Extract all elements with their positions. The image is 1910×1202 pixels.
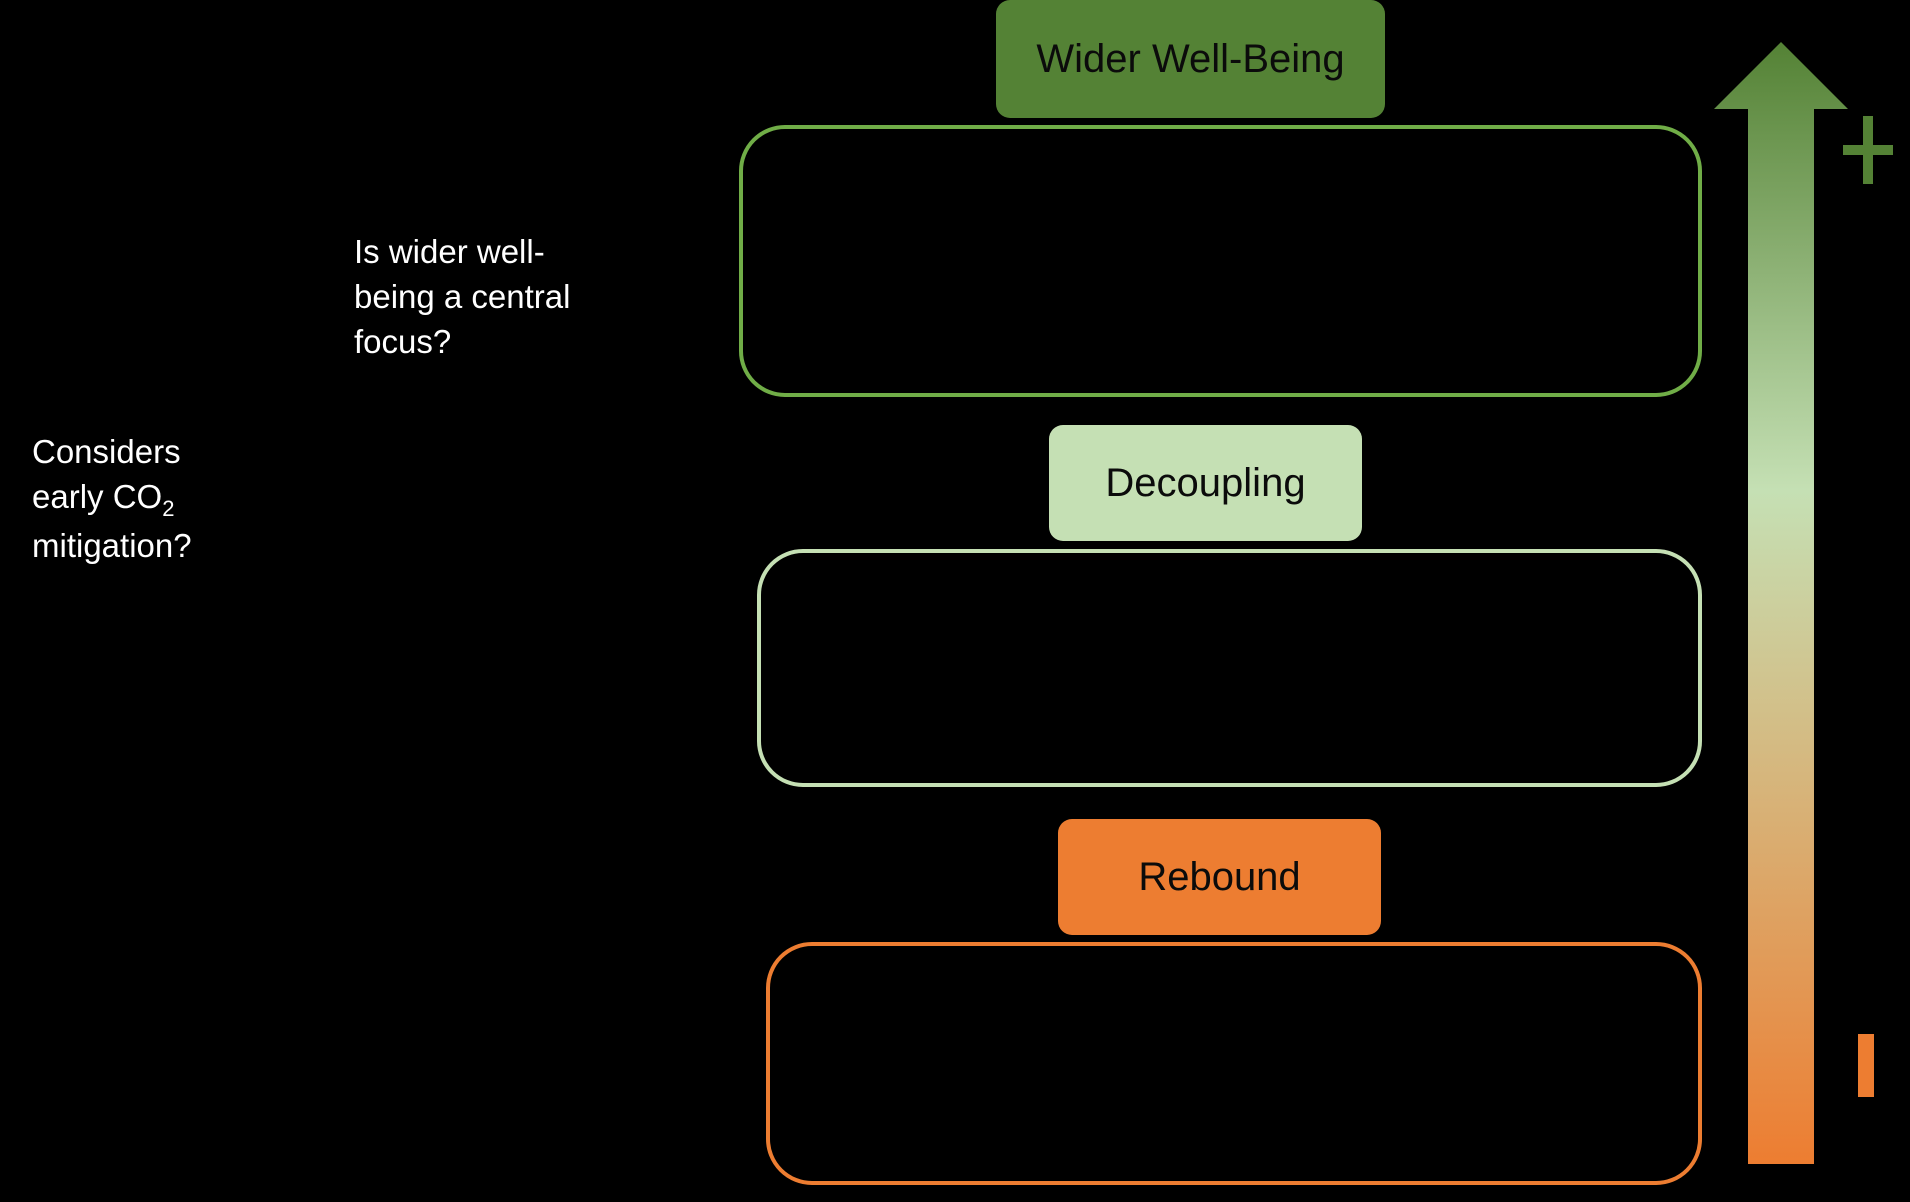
level-label-decoupling: Decoupling <box>1049 425 1362 541</box>
question-line: Considers <box>32 433 181 470</box>
subscript-text: 2 <box>162 496 175 521</box>
question-co2-mitigation: Considers early CO2 mitigation? <box>32 429 272 568</box>
question-line: focus? <box>354 323 452 360</box>
gradient-scale-arrow-icon <box>1714 42 1848 1164</box>
level-label-wellbeing: Wider Well-Being <box>996 0 1385 118</box>
question-line: Is wider well- <box>354 233 545 270</box>
question-line: mitigation? <box>32 527 192 564</box>
level-frame-rebound <box>766 942 1702 1185</box>
minus-sign-icon: – <box>1858 1034 1874 1097</box>
plus-sign-icon: + <box>1843 116 1893 184</box>
level-label-rebound: Rebound <box>1058 819 1381 935</box>
question-wellbeing-focus: Is wider well- being a central focus? <box>354 229 614 364</box>
question-line: early CO2 <box>32 474 272 523</box>
level-frame-wellbeing <box>739 125 1702 397</box>
question-text: early CO <box>32 478 163 515</box>
question-line: being a central <box>354 278 571 315</box>
level-frame-decoupling <box>757 549 1702 787</box>
